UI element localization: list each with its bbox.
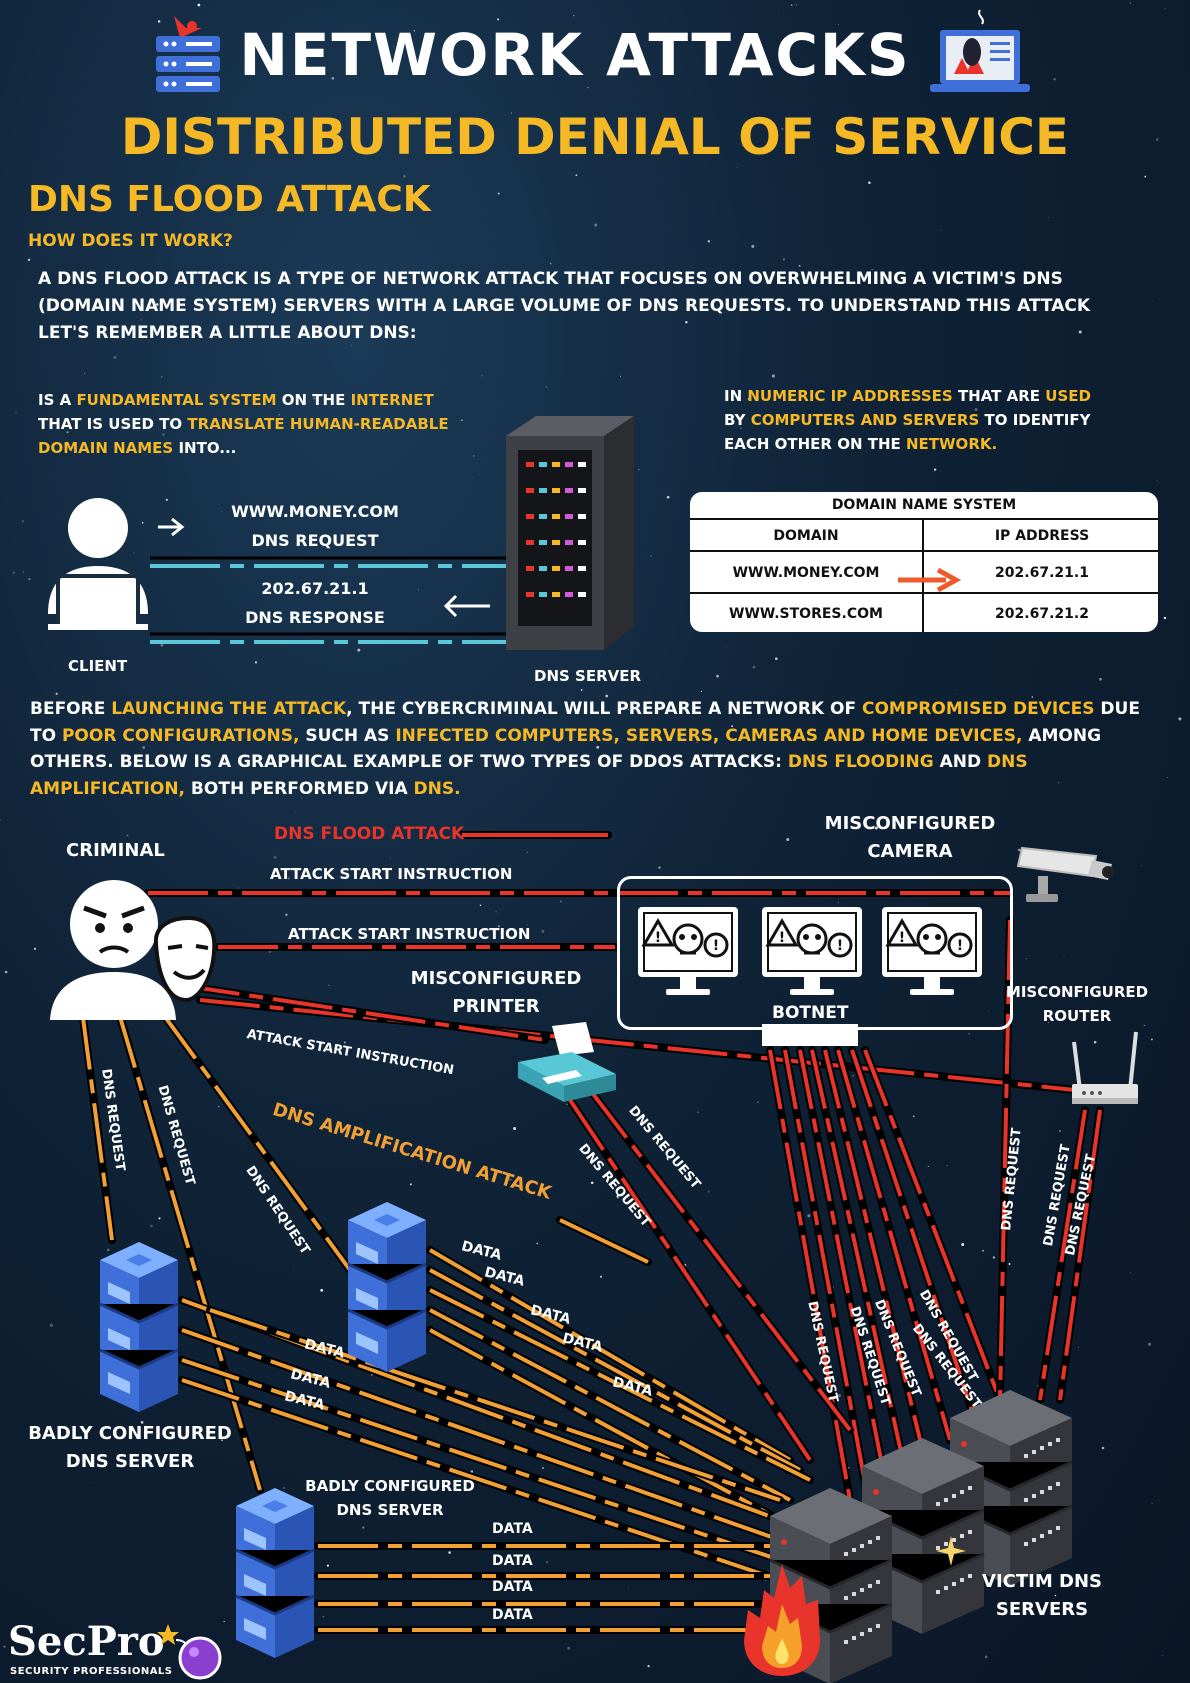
data-label: DATA xyxy=(492,1521,533,1537)
attack-instruction-label-1: ATTACK START INSTRUCTION xyxy=(270,865,513,883)
client-user-icon xyxy=(48,498,148,630)
spark-icon xyxy=(936,1536,966,1566)
table-row: WWW.MONEY.COM 202.67.21.1 xyxy=(690,550,1158,594)
bad-server-label-2: BADLY CONFIGURED DNS SERVER xyxy=(305,1477,475,1519)
dns-server-label: DNS SERVER xyxy=(534,667,642,685)
response-ip: 202.67.21.1 xyxy=(261,579,369,598)
badly-configured-server-icon xyxy=(346,1200,428,1374)
request-domain: WWW.MONEY.COM xyxy=(231,502,399,521)
arrow-right-icon xyxy=(898,567,962,593)
data-label: DATA xyxy=(492,1579,533,1595)
camera-label: MISCONFIGURED CAMERA xyxy=(824,813,996,862)
flood-legend-label: DNS FLOOD ATTACK xyxy=(274,824,465,844)
dns-server-rack-icon xyxy=(506,416,634,650)
table-row: WWW.STORES.COM 202.67.21.2 xyxy=(690,592,1158,632)
printer-icon xyxy=(518,1022,616,1102)
before-paragraph: BEFORE LAUNCHING THE ATTACK, THE CYBERCR… xyxy=(30,699,1140,799)
bad-server-label-1: BADLY CONFIGURED DNS SERVER xyxy=(28,1423,232,1472)
badly-configured-server-icon xyxy=(98,1240,180,1414)
dns-description-right: IN NUMERIC IP ADDRESSES THAT ARE USED BY… xyxy=(724,387,1091,453)
section-title: DNS FLOOD ATTACK xyxy=(28,179,431,220)
infected-computer-icon xyxy=(636,905,740,997)
router-icon xyxy=(1072,1031,1138,1104)
infected-computer-icon xyxy=(760,905,864,997)
bomb-icon xyxy=(157,1624,222,1680)
section-question: HOW DOES IT WORK? xyxy=(28,231,233,251)
dns-table-header-ip: IP ADDRESS xyxy=(922,520,1158,552)
logo-tagline: SECURITY PROFESSIONALS xyxy=(10,1666,173,1677)
intro-line-3: LET'S REMEMBER A LITTLE ABOUT DNS: xyxy=(38,323,417,343)
botnet-label-box xyxy=(762,1024,858,1046)
printer-label: MISCONFIGURED PRINTER xyxy=(410,968,582,1017)
response-label: DNS RESPONSE xyxy=(245,608,385,627)
page-title: NETWORK ATTACKS xyxy=(239,21,911,89)
intro-line-1: A DNS FLOOD ATTACK IS A TYPE OF NETWORK … xyxy=(38,269,1063,289)
criminal-mask-icon xyxy=(50,880,217,1020)
page-subtitle: DISTRIBUTED DENIAL OF SERVICE xyxy=(120,108,1070,166)
server-rack-icon xyxy=(156,16,220,92)
intro-line-2: (DOMAIN NAME SYSTEM) SERVERS WITH A LARG… xyxy=(38,296,1091,316)
attack-instruction-label-2: ATTACK START INSTRUCTION xyxy=(288,925,531,943)
logo-wordmark: SecPro xyxy=(8,1618,165,1665)
client-label: CLIENT xyxy=(68,657,128,675)
security-camera-icon xyxy=(1016,846,1114,902)
request-label: DNS REQUEST xyxy=(251,531,379,550)
victim-servers-label: VICTIM DNS SERVERS xyxy=(982,1571,1102,1620)
router-label: MISCONFIGURED ROUTER xyxy=(1005,983,1149,1025)
bomb-laptop-icon xyxy=(930,9,1030,92)
data-label: DATA xyxy=(492,1607,533,1623)
fire-icon xyxy=(744,1564,820,1676)
dns-description-left: IS A FUNDAMENTAL SYSTEM ON THE INTERNET … xyxy=(38,391,449,457)
criminal-label: CRIMINAL xyxy=(66,840,165,861)
dns-table-title: DOMAIN NAME SYSTEM xyxy=(831,497,1017,513)
infected-computer-icon xyxy=(880,905,984,997)
secpro-logo: SecPro SECURITY PROFESSIONALS xyxy=(8,1618,222,1680)
dns-connection-lines xyxy=(150,517,540,644)
dns-table: DOMAIN NAME SYSTEM DOMAIN IP ADDRESS WWW… xyxy=(690,492,1158,632)
data-label: DATA xyxy=(492,1553,533,1569)
botnet-label: BOTNET xyxy=(772,1003,849,1023)
dns-table-header-domain: DOMAIN xyxy=(773,528,839,544)
